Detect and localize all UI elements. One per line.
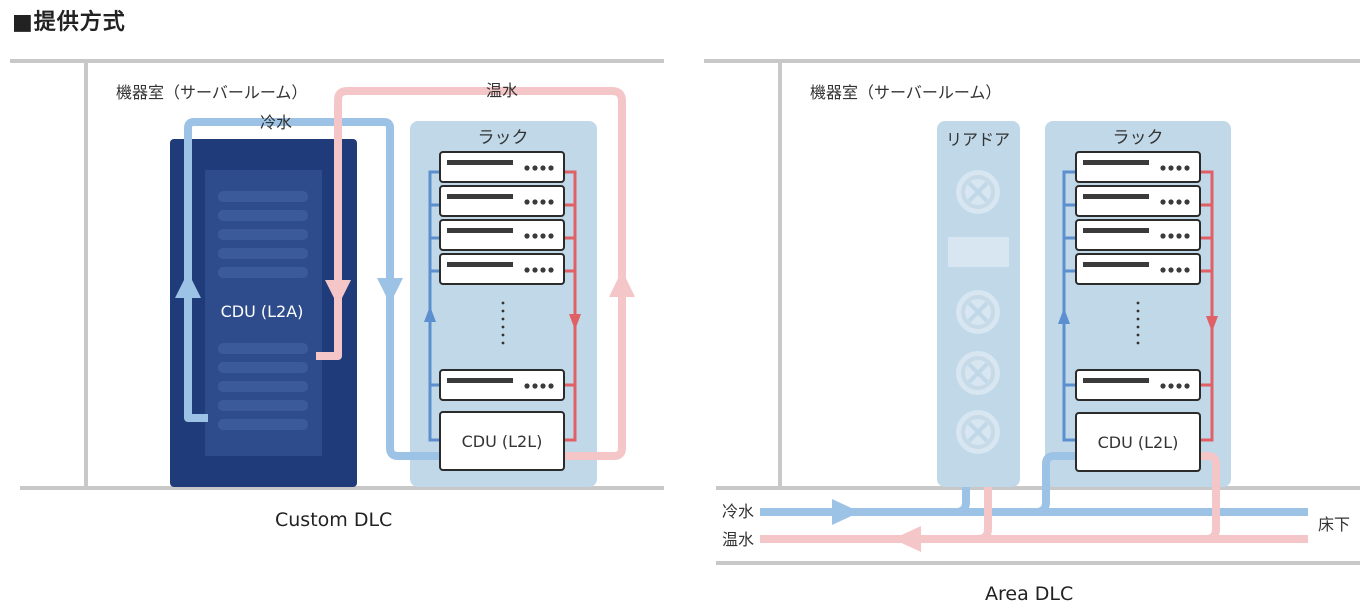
server-unit [439,253,565,285]
rear-door-panel [948,237,1009,267]
cdu-l2a-slots [218,191,308,430]
rack-cold-arrow [424,306,436,322]
cold-water-pipe [184,118,440,460]
rack-hot-arrow [569,314,581,330]
fan-icon [954,168,1002,216]
area-dlc-caption: Area DLC [985,583,1074,605]
server-unit [439,369,565,401]
fan-icon [954,288,1002,336]
rack-cold-arrow [1058,308,1070,324]
rack-internal-hot-line [1200,170,1214,442]
cdu-l2l-unit [439,411,565,471]
hot-water-pipe [316,87,626,460]
server-unit [1075,151,1201,183]
custom-dlc-diagram: 機器室（サーバールーム） CDU (L2A) ラック 冷水 温水 [10,59,664,490]
fan-icon [954,349,1002,397]
rack-hot-arrow [1206,316,1218,332]
cdu-l2l-unit [1075,412,1201,472]
cdu-l2l-label: CDU (L2L) [1098,433,1179,452]
ellipsis-dots [501,301,505,345]
server-unit [1075,185,1201,217]
rear-door-cold-riser [955,487,970,516]
server-unit [439,219,565,251]
fan-icon [954,408,1002,456]
cdu-l2a-label: CDU (L2A) [221,302,304,321]
rack-internal-cold-line [1062,170,1076,442]
rack-internal-hot-line [564,170,577,442]
cold-flow-arrow [832,499,860,525]
hot-flow-arrow [893,526,921,552]
room-label: 機器室（サーバールーム） [810,83,1001,102]
rear-door-hot-riser [977,487,992,543]
cold-water-label: 冷水 [722,502,754,521]
server-unit [439,185,565,217]
section-heading: ■提供方式 [12,10,126,35]
cold-flow-down-arrow [377,278,403,304]
hot-flow-up-arrow [609,270,635,297]
cdu-hot-riser [1198,452,1220,543]
hot-water-label: 温水 [486,81,518,100]
room-label: 機器室（サーバールーム） [116,83,307,102]
hot-flow-down-arrow [325,280,351,306]
server-unit [1075,219,1201,251]
area-dlc-diagram: 機器室（サーバールーム） リアドア ラック 冷水 温水 床下 [704,59,1360,565]
cdu-cold-riser [1035,452,1076,516]
rear-door-label: リアドア [946,130,1010,149]
cold-water-label: 冷水 [260,113,292,132]
server-unit [1075,369,1201,401]
rack-label: ラック [1113,128,1164,148]
hot-water-label: 温水 [722,530,754,549]
underfloor-label: 床下 [1318,515,1350,534]
cold-flow-up-arrow [175,272,201,298]
rack-label: ラック [478,128,529,148]
ellipsis-dots [1136,301,1140,345]
server-unit [1075,253,1201,285]
server-unit [439,151,565,183]
cdu-l2l-label: CDU (L2L) [462,432,543,451]
custom-dlc-caption: Custom DLC [275,509,393,531]
